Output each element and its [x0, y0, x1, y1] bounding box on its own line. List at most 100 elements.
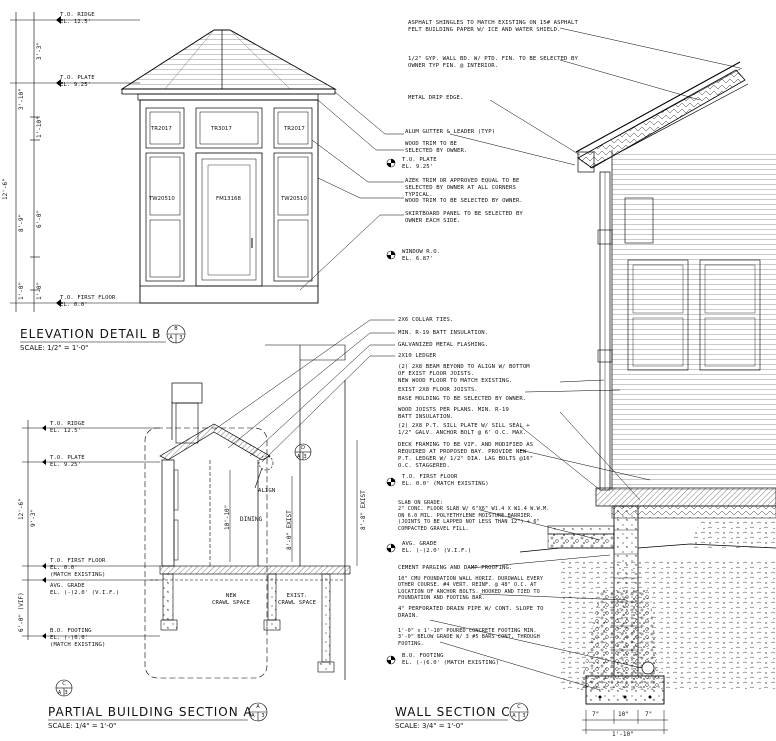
- level-plate-name: T.O. PLATE: [60, 75, 95, 81]
- a-dim-6-0-vif: 6'-0" (VIF): [18, 592, 25, 632]
- dim-3-10: 3'-10": [18, 88, 25, 110]
- section-a-title: PARTIAL BUILDING SECTION A: [48, 705, 253, 719]
- room-dining: DINING: [240, 516, 263, 523]
- note-base-molding: BASE MOLDING TO BE SELECTED BY OWNER.: [398, 396, 527, 402]
- c-dim-10: 10": [618, 711, 629, 718]
- note-beam: (2) 2X8 BEAM BEYOND TO ALIGN W/ BOTTOM O…: [398, 364, 530, 377]
- elevation-tag-top: B: [174, 326, 178, 332]
- a-dim-10-10: 10'-10": [224, 504, 231, 530]
- a-level-plate-name: T.O. PLATE: [50, 455, 85, 461]
- a-level-grade-el: EL. (-)2.0' (V.I.F.): [50, 590, 120, 596]
- note-wood-trim-2: WOOD TRIM TO BE SELECTED BY OWNER.: [405, 198, 523, 204]
- right-level-plate-el: EL. 9.25': [402, 164, 434, 170]
- wall-c-scale: SCALE: 3/4" = 1'-0": [395, 722, 464, 730]
- dim-1-10: 1'-10": [36, 116, 43, 138]
- note-asphalt-shingles: ASPHALT SHINGLES TO MATCH EXISTING ON 15…: [408, 20, 578, 33]
- note-drain-pipe: 4" PERFORATED DRAIN PIPE W/ CONT. SLOPE …: [398, 606, 544, 619]
- a-level-floor-el: EL. 0.0' (MATCH EXISTING): [50, 565, 106, 578]
- dim-12-6: 12'-6": [2, 178, 9, 200]
- c-level-grade-name: AVG. GRADE: [402, 541, 437, 547]
- note-slab-on-grade: SLAB ON GRADE: 2" CONC. FLOOR SLAB W/ 6"…: [398, 500, 550, 532]
- elevation-scale: SCALE: 1/2" = 1'-0": [20, 344, 89, 352]
- a-dim-8-8-exist: 8'-8" EXIST: [360, 490, 367, 530]
- right-level-window-el: EL. 6.87': [402, 256, 434, 262]
- right-level-window-name: WINDOW R.O.: [402, 249, 441, 255]
- exist-crawl-space: EXIST. CRAWL SPACE: [278, 593, 317, 606]
- note-cmu-wall: 10" CMU FOUNDATION WALL HORIZ. DUROWALL …: [398, 576, 544, 602]
- c-level-footing-name: B.O. FOOTING: [402, 653, 444, 659]
- wall-c-tag-top: C: [517, 704, 521, 710]
- partial-building-section-a: [22, 319, 395, 722]
- callout-c: C: [62, 681, 66, 687]
- note-flashing: GALVANIZED METAL FLASHING.: [398, 342, 489, 348]
- section-a-tag-left: A: [251, 713, 255, 719]
- note-deck-framing: DECK FRAMING TO BE VIF. AND MODIFIED AS …: [398, 442, 534, 469]
- note-gyp-board: 1/2" GYP. WALL BD. W/ PTD. FIN. TO BE SE…: [408, 56, 578, 69]
- window-tag-tw20510-left: TW20510: [149, 196, 175, 202]
- wall-c-tag-right: 3: [522, 713, 526, 719]
- level-floor-el: EL. 0.0': [60, 302, 88, 308]
- c-dim-7-left: 7": [592, 711, 600, 718]
- a-level-ridge-el: EL. 12.5': [50, 428, 82, 434]
- elevation-tag-right: 3: [179, 335, 183, 341]
- c-level-floor-el: EL. 0.0' (MATCH EXISTING): [402, 481, 489, 487]
- dim-6-0: 6'-0": [36, 209, 43, 228]
- a-level-floor-name: T.O. FIRST FLOOR: [50, 558, 106, 564]
- note-azek-trim: AZEK TRIM OR APPROVED EQUAL TO BE SELECT…: [405, 178, 520, 198]
- a-dim-8-0-exist: 8'-0" EXIST: [286, 510, 293, 550]
- callout-d-ref: A 3: [297, 454, 307, 460]
- elevation-tag-left: A: [169, 335, 173, 341]
- c-level-footing-el: EL. (-)6.0' (MATCH EXISTING): [402, 660, 500, 666]
- a-level-ridge-name: T.O. RIDGE: [50, 421, 85, 427]
- elevation-title: ELEVATION DETAIL B: [20, 327, 162, 341]
- door-tag-fm13168: FM13168: [216, 196, 241, 202]
- section-a-tag-top: A: [256, 704, 260, 710]
- a-level-footing-name: B.O. FOOTING: [50, 628, 92, 634]
- note-footing: 1'-0" x 1'-10" POURED CONCRETE FOOTING M…: [398, 628, 540, 647]
- a-level-footing-el: EL. (-)6.0' (MATCH EXISTING): [50, 635, 106, 648]
- a-dim-12-6: 12'-6": [18, 498, 25, 520]
- dim-8-9: 8'-9": [18, 213, 25, 232]
- callout-c-ref: A 3: [58, 690, 68, 696]
- note-wood-trim: WOOD TRIM TO BE SELECTED BY OWNER.: [405, 141, 468, 154]
- section-a-scale: SCALE: 1/4" = 1'-0": [48, 722, 117, 730]
- callout-d: D: [301, 445, 305, 451]
- a-dim-9-3: 9'-3": [30, 508, 37, 527]
- right-level-plate-name: T.O. PLATE: [402, 157, 437, 163]
- window-tag-tr2017-left: TR2017: [151, 126, 172, 132]
- section-a-tag-right: 3: [261, 713, 265, 719]
- note-ledger: 2X10 LEDGER: [398, 353, 437, 359]
- window-tag-tr2017-right: TR2017: [284, 126, 305, 132]
- wall-section-c: [386, 27, 776, 734]
- a-level-grade-name: AVG. GRADE: [50, 583, 85, 589]
- level-floor-name: T.O. FIRST FLOOR: [60, 295, 116, 301]
- note-parging: CEMENT PARGING AND DAMP PROOFING.: [398, 565, 513, 571]
- note-gutter: ALUM GUTTER & LEADER (TYP): [405, 129, 496, 135]
- note-drip-edge: METAL DRIP EDGE.: [408, 95, 464, 101]
- c-dim-7-right: 7": [645, 711, 653, 718]
- level-ridge-name: T.O. RIDGE: [60, 12, 95, 18]
- note-wood-floor: NEW WOOD FLOOR TO MATCH EXISTING.: [398, 378, 513, 384]
- note-skirtboard: SKIRTBOARD PANEL TO BE SELECTED BY OWNER…: [405, 211, 523, 224]
- c-dim-1-10: 1'-10": [612, 731, 634, 738]
- note-floor-joists: EXIST 2X8 FLOOR JOISTS.: [398, 387, 478, 393]
- window-tag-tw20510-right: TW20510: [281, 196, 307, 202]
- note-sill-plate: (2) 2X8 P.T. SILL PLATE W/ SILL SEAL + 1…: [398, 423, 530, 436]
- new-crawl-space: NEW CRAWL SPACE: [212, 593, 251, 606]
- c-level-floor-name: T.O. FIRST FLOOR: [402, 474, 458, 480]
- window-tag-tr3017: TR3017: [211, 126, 232, 132]
- note-wood-joists: WOOD JOISTS PER PLANS. MIN. R-19 BATT IN…: [398, 407, 509, 420]
- dim-1-0-b: 1'-0": [18, 281, 25, 300]
- c-level-grade-el: EL. (-)2.0' (V.I.F.): [402, 548, 472, 554]
- level-ridge-el: EL. 12.5': [60, 19, 92, 25]
- note-r19-batt: MIN. R-19 BATT INSULATION.: [398, 330, 489, 336]
- wall-c-tag-left: A: [512, 713, 516, 719]
- align-label: ALIGN: [258, 488, 276, 494]
- dim-1-0-a: 1'-0": [36, 281, 43, 300]
- level-plate-el: EL. 9.25': [60, 82, 92, 88]
- note-collar-ties: 2X6 COLLAR TIES.: [398, 317, 454, 323]
- elevation-detail-b: [10, 12, 404, 344]
- wall-c-title: WALL SECTION C: [395, 705, 511, 719]
- a-level-plate-el: EL. 9.25': [50, 462, 82, 468]
